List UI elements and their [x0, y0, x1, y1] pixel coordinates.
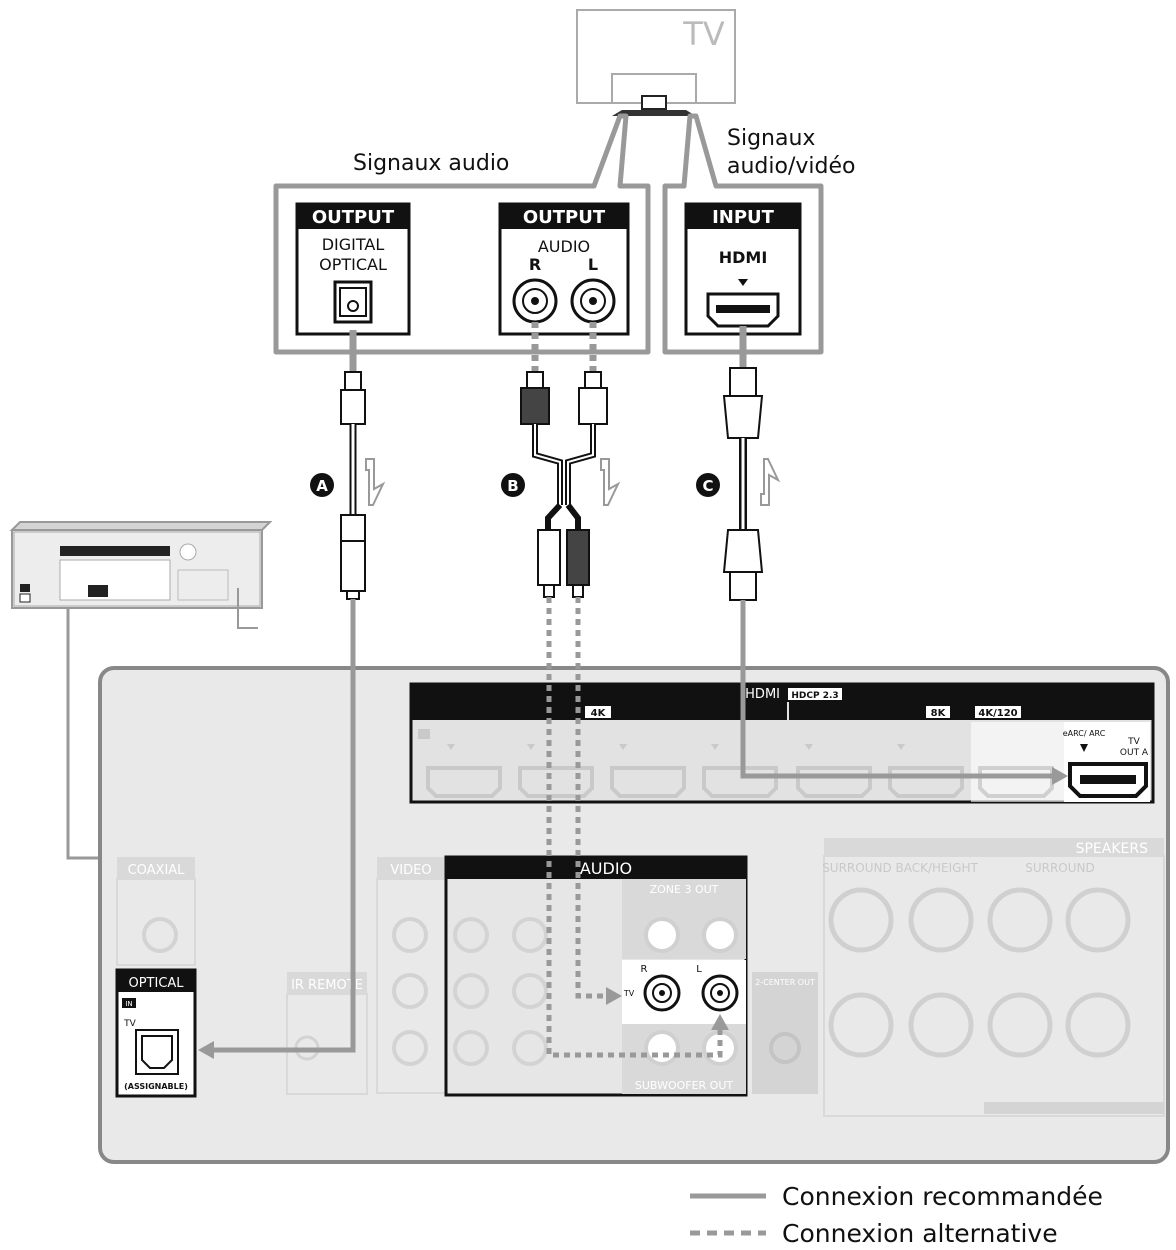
tv-screen: [576, 9, 736, 104]
receiver-ir-remote-label: IR REMOTE: [291, 978, 363, 993]
optical-output-line1: DIGITAL: [322, 235, 385, 254]
hdmi-arrow-icon: [738, 279, 748, 286]
cable-b-label: B: [507, 477, 518, 495]
signal-direction-a-icon: [365, 458, 386, 506]
source-device-link: [66, 608, 104, 860]
receiver-coaxial-label: COAXIAL: [128, 863, 186, 878]
tv-analog-audio-output: OUTPUT AUDIO R L: [498, 202, 630, 336]
cable-c-hdmi: C: [696, 326, 781, 601]
tv-illustration: TV: [576, 9, 736, 116]
tv-port-block: [641, 95, 667, 110]
route-optical: [198, 599, 356, 1059]
receiver-earc-label: eARC/ ARC: [1063, 729, 1106, 738]
receiver-speakers-label: SPEAKERS: [1076, 841, 1149, 857]
receiver-tv-in-label: TV: [623, 989, 635, 998]
signal-direction-b-icon: [600, 458, 621, 506]
cable-a-badge: [310, 473, 334, 497]
receiver-video: VIDEO: [376, 857, 448, 1094]
receiver-center-out-label: 2-CENTER OUT: [755, 978, 815, 987]
cable-b-rca: B: [501, 322, 621, 598]
receiver-hdmi-block: HDMI HDCP 2.3 4K 8K 4K/120: [409, 682, 1155, 804]
legend: Connexion recommandée Connexion alternat…: [690, 1182, 1103, 1248]
audio-signals-label: Signaux audio: [353, 151, 509, 176]
signal-direction-c-icon: [760, 458, 781, 506]
hdmi-input-header: INPUT: [712, 207, 775, 228]
route-rca: [546, 597, 729, 1058]
receiver-video-label: VIDEO: [390, 863, 431, 878]
cable-a-optical: A: [310, 330, 386, 600]
av-signals-label-1: Signaux: [727, 126, 815, 151]
receiver-4k120-tag: 4K/120: [978, 708, 1017, 719]
receiver-out-a-label: OUT A: [1120, 748, 1149, 758]
receiver-surround-back-label: SURROUND BACK/HEIGHT: [822, 861, 978, 875]
optical-output-header: OUTPUT: [312, 207, 395, 228]
audio-output-header: OUTPUT: [523, 207, 606, 228]
receiver-hdmi-inputs: [426, 766, 964, 798]
receiver-4k-tag: 4K: [591, 708, 607, 719]
receiver-8k-tag: 8K: [931, 708, 947, 719]
receiver-optical-in-tag: IN: [125, 1000, 132, 1008]
tv-optical-output: OUTPUT DIGITAL OPTICAL: [295, 202, 411, 336]
receiver-zone-out-label: ZONE 3 OUT: [650, 883, 719, 896]
receiver-tv-in-l: L: [696, 964, 702, 975]
hdmi-input-title: HDMI: [719, 248, 768, 267]
optical-output-line2: OPTICAL: [319, 255, 387, 274]
receiver-audio-block: AUDIO ZONE 3 OUT R L TV SUBWO: [444, 855, 748, 1097]
receiver-coaxial: COAXIAL: [116, 857, 196, 966]
receiver-surround-label: SURROUND: [1025, 861, 1095, 875]
tv-base: [612, 110, 696, 116]
tv-stand-back: [611, 73, 697, 103]
receiver-speakers: SPEAKERS SURROUND BACK/HEIGHT SURROUND: [822, 838, 1165, 1117]
receiver-optical-input: OPTICAL IN TV (ASSIGNABLE): [115, 968, 197, 1098]
receiver-optical-tv: TV: [123, 1019, 136, 1029]
tv-audio-output-panel: OUTPUT DIGITAL OPTICAL OUTPUT AUDIO R L: [273, 113, 651, 355]
receiver-optical-assignable: (ASSIGNABLE): [124, 1082, 188, 1091]
cable-a-label: A: [316, 477, 328, 495]
receiver-hdcp-badge: HDCP 2.3: [791, 691, 838, 701]
route-hdmi: [740, 600, 1068, 785]
receiver-out-tv-label: TV: [1127, 737, 1140, 747]
receiver-rear-panel: HDMI HDCP 2.3 4K 8K 4K/120: [98, 666, 1170, 1164]
receiver-tv-in-r: R: [641, 964, 648, 975]
receiver-optical-label: OPTICAL: [128, 976, 184, 991]
cable-b-badge: [501, 473, 525, 497]
cable-c-label: C: [702, 477, 713, 495]
receiver-subwoofer-label: SUBWOOFER OUT: [635, 1079, 734, 1092]
av-signals-label-2: audio/vidéo: [727, 154, 855, 179]
optical-output-header-bar: [297, 204, 409, 229]
audio-output-l: L: [588, 255, 598, 274]
tv-label: TV: [682, 15, 725, 53]
receiver-audio-label: AUDIO: [580, 859, 632, 878]
source-device: [9, 521, 273, 629]
legend-alternative-label: Connexion alternative: [782, 1219, 1058, 1246]
audio-output-title: AUDIO: [538, 237, 590, 256]
audio-output-r: R: [529, 255, 541, 274]
tv-hdmi-input-panel: INPUT HDMI: [662, 113, 824, 355]
cable-c-badge: [696, 473, 720, 497]
receiver-hdmi-header: HDMI: [745, 687, 780, 702]
legend-recommended-label: Connexion recommandée: [782, 1182, 1103, 1211]
